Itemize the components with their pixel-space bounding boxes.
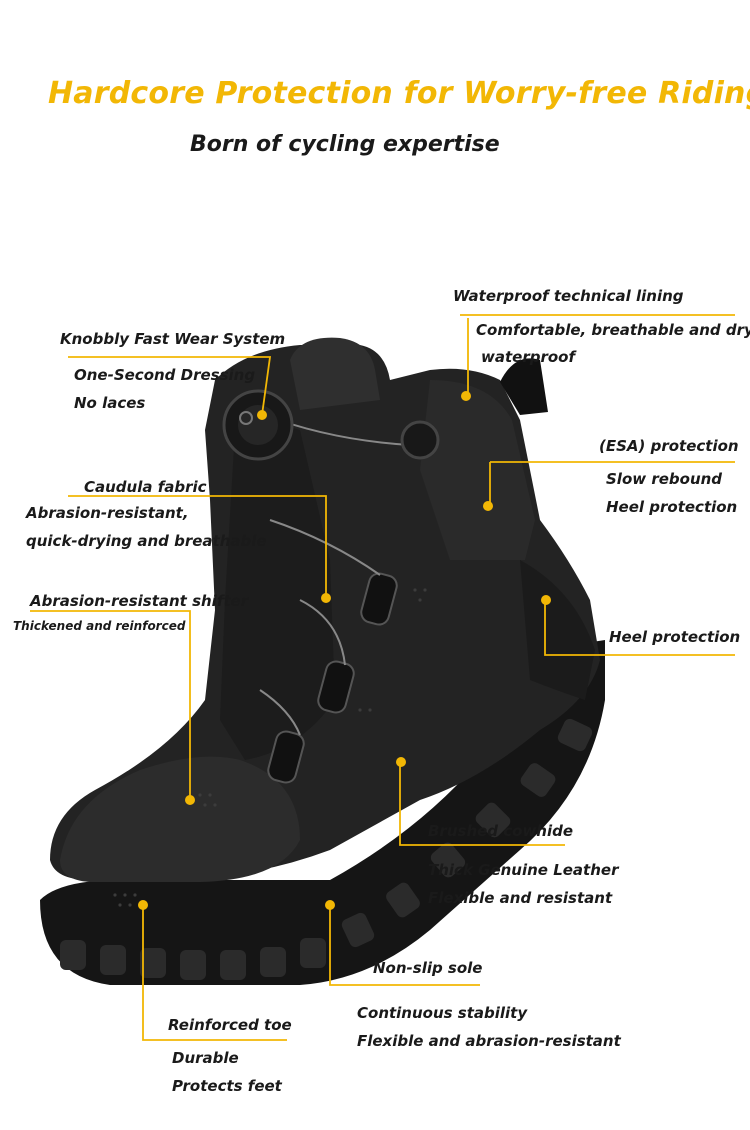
fabric-callout-title: Caudula fabric [84, 478, 207, 496]
callout-dot [185, 795, 195, 805]
fabric-callout-line1: Abrasion-resistant, [26, 504, 189, 522]
sole-tread [60, 718, 593, 980]
dial-knob-icon [222, 389, 294, 461]
heel-callout-title: Heel protection [609, 628, 741, 646]
callout-dot [483, 501, 493, 511]
lace-panel [220, 425, 335, 760]
toe-callout-line2: Protects feet [172, 1077, 282, 1095]
dial-knob-icon [400, 420, 440, 460]
sole-callout-title: Non-slip sole [373, 959, 483, 977]
boot-collar [290, 337, 380, 410]
callout-dot [325, 900, 335, 910]
outsole [40, 640, 605, 985]
shifter-callout-title: Abrasion-resistant shifter [30, 592, 249, 610]
cowhide-callout-line2: Flexible and resistant [428, 889, 613, 907]
lining-callout-line1: Comfortable, breathable and dry, [476, 321, 750, 339]
esa-callout-title: (ESA) protection [599, 437, 739, 455]
lining-callout-title: Waterproof technical lining [453, 287, 684, 305]
lace-cable [259, 414, 411, 736]
toe-callout-line1: Durable [172, 1049, 239, 1067]
heel-panel [520, 560, 595, 700]
callout-dot [461, 391, 471, 401]
callout-lines [30, 314, 735, 1041]
heel-counter [420, 380, 535, 560]
callout-dots [138, 391, 551, 910]
fabric-callout-line2: quick-drying and breathable [26, 532, 267, 550]
toe-cap [60, 756, 300, 882]
sole-callout-line1: Continuous stability [357, 1004, 528, 1022]
subheadline: Born of cycling expertise [190, 132, 500, 157]
callout-dot [257, 410, 267, 420]
sole-callout-line2: Flexible and abrasion-resistant [357, 1032, 621, 1050]
lace-guides [267, 572, 398, 784]
cowhide-callout-title: Brushed cowhide [428, 822, 574, 840]
lining-callout-line2: waterproof [481, 348, 575, 366]
callout-dot [396, 757, 406, 767]
toe-callout-title: Reinforced toe [168, 1016, 292, 1034]
callout-dot [321, 593, 331, 603]
knob-callout-line2: No laces [74, 394, 146, 412]
knob-callout-line1: One-Second Dressing [74, 366, 256, 384]
esa-callout-line1: Slow rebound [606, 470, 723, 488]
callout-dot [138, 900, 148, 910]
shifter-callout-line1: Thickened and reinforced [13, 619, 186, 633]
knob-callout-title: Knobbly Fast Wear System [60, 330, 286, 348]
pull-tab [500, 358, 548, 415]
cowhide-callout-line1: Thick Genuine Leather [428, 861, 619, 879]
callout-dot [541, 595, 551, 605]
headline: Hardcore Protection for Worry-free Ridin… [48, 76, 750, 111]
esa-callout-line2: Heel protection [606, 498, 738, 516]
